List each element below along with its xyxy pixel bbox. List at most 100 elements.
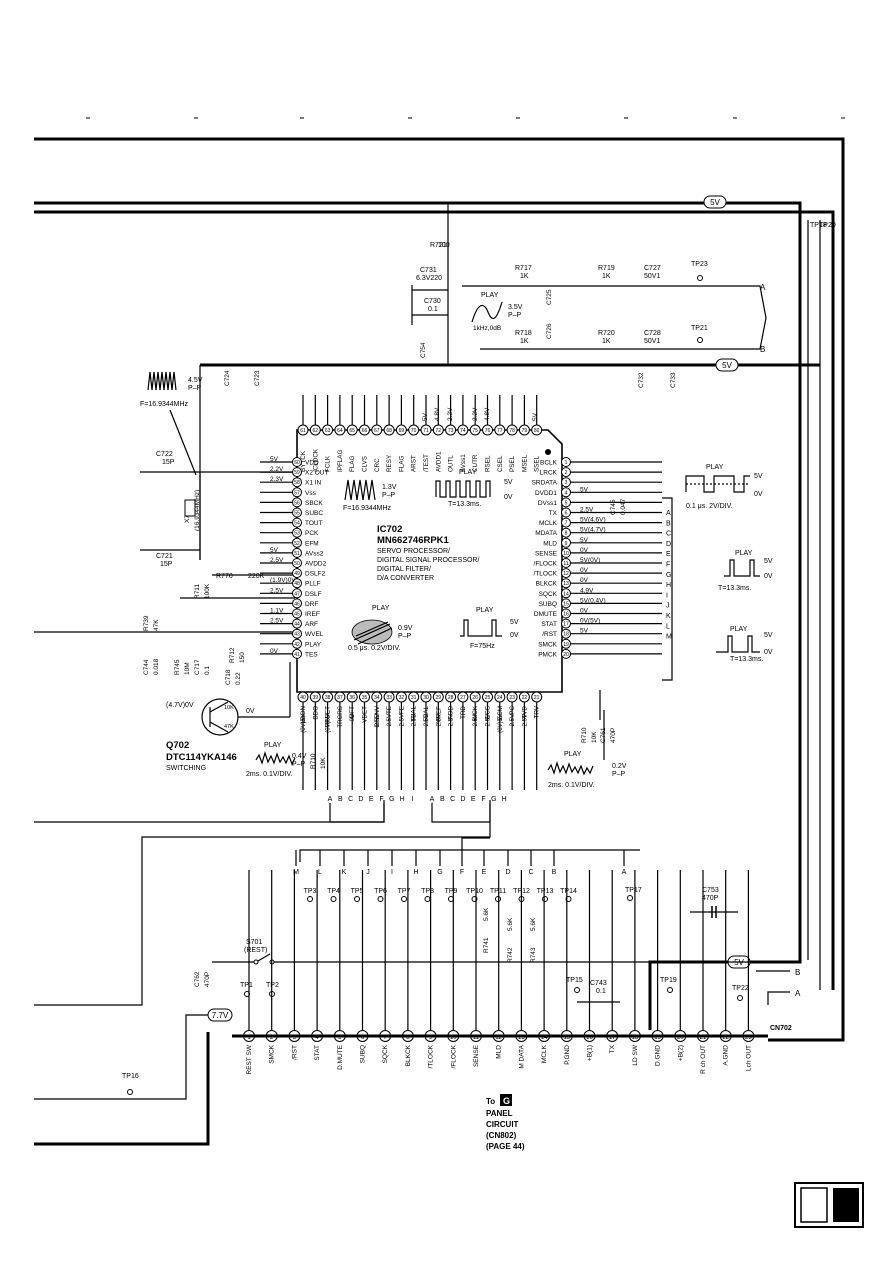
pin-number: 69 [399, 428, 405, 434]
pin-number: 15 [563, 601, 569, 607]
svg-text:(4.7V)0V: (4.7V)0V [166, 702, 194, 709]
pin-voltage: (0V)5V [326, 714, 332, 733]
pin-name: DRF [305, 601, 318, 608]
pin-circle [561, 467, 571, 478]
conn-pin-number: 22 [722, 1035, 729, 1041]
conn-pin-number: 18 [632, 1035, 639, 1041]
bottom-testpoints: TP1 TP2 TP15 TP19 TP22 TP16 C743 0.1 B A… [122, 968, 801, 1095]
bus-letter: D [460, 796, 465, 803]
pin-name: FBAL [423, 706, 430, 722]
pin-circle [359, 424, 370, 436]
pin-name: ECM [497, 706, 504, 720]
pin-voltage: 0V [270, 648, 279, 655]
pin-number: 34 [374, 695, 380, 701]
ch-b-label: B [760, 345, 765, 354]
svg-text:0.22: 0.22 [235, 672, 242, 685]
pin-number: 42 [294, 642, 300, 648]
pin-circle [292, 497, 302, 508]
pin-circle [469, 691, 481, 703]
c731-ref: C731 [420, 267, 437, 274]
pin-name: TRCRS [337, 706, 344, 728]
svg-text:C732: C732 [638, 372, 645, 388]
pin-circle [292, 457, 302, 467]
svg-text:R742: R742 [507, 947, 514, 963]
conn-pin-name: LD SW [632, 1044, 639, 1065]
pin-voltage: 0V [580, 567, 589, 574]
svg-text:4.5V: 4.5V [188, 377, 203, 384]
pin-name: /CLDCK [312, 448, 319, 472]
pin-circle [292, 547, 302, 558]
svg-text:PLAY: PLAY [264, 742, 282, 749]
conn-pin-number: 5 [338, 1035, 342, 1041]
pin-number: 58 [294, 480, 300, 486]
svg-text:P–P: P–P [292, 761, 306, 768]
svg-text:D/A CONVERTER: D/A CONVERTER [377, 575, 434, 582]
pin-number: 56 [294, 500, 300, 506]
pin-number: 26 [472, 695, 478, 701]
pin-name: IREF [305, 611, 320, 618]
ic-pins-top: 61BYTCK62/CLDCK63FCLK64IPFLAG65FLAG66CLV… [297, 395, 543, 472]
pin-name: VDET [362, 706, 369, 723]
conn-pin-number: 4 [315, 1035, 319, 1041]
pin-circle [506, 424, 518, 436]
pin-number: 2 [565, 470, 568, 476]
pin-number: 79 [522, 428, 528, 434]
bus-letter: G [437, 869, 442, 876]
pin-number: 25 [485, 695, 491, 701]
svg-text:SWITCHING: SWITCHING [166, 765, 206, 772]
bus-letter: F [481, 796, 485, 803]
pin-circle [395, 691, 407, 703]
svg-text:5V: 5V [754, 473, 763, 480]
bus-letter: D [358, 796, 363, 803]
svg-text:C743: C743 [590, 980, 607, 987]
pin-circle [494, 691, 506, 703]
pin-circle [457, 691, 469, 703]
r710: R710 10K [310, 753, 327, 769]
svg-text:P–P: P–P [612, 771, 626, 778]
conn-pin-name: MCLK [541, 1044, 548, 1063]
pin-number: 47 [294, 591, 300, 597]
pin-name: SUBC [305, 510, 323, 517]
pin-number: 46 [294, 601, 300, 607]
pin-name: /TLOCK [534, 571, 558, 578]
pin-name: SUBQ [539, 601, 557, 608]
svg-text:5V: 5V [510, 619, 519, 626]
conn-pin-name: SENSE [473, 1044, 480, 1067]
conn-pin-name: /TLOCK [428, 1044, 435, 1068]
pin-name: MCLK [539, 520, 558, 527]
pin-number: 29 [436, 695, 442, 701]
pin-circle [292, 537, 302, 548]
pin-name: AVDD1 [435, 451, 442, 472]
pin-number: 76 [485, 428, 491, 434]
pin-circle [561, 638, 571, 649]
pin-number: 23 [509, 695, 515, 701]
pin-number: 72 [436, 428, 442, 434]
svg-text:C724: C724 [224, 370, 231, 386]
svg-text:TP1: TP1 [240, 982, 253, 989]
pin-name: RESY [386, 454, 393, 472]
pin-number: 55 [294, 511, 300, 517]
svg-text:150: 150 [239, 652, 246, 663]
pin-circle [297, 691, 309, 703]
svg-text:SERVO PROCESSOR/: SERVO PROCESSOR/ [377, 548, 450, 555]
pin-circle [292, 517, 302, 528]
tp-label: TP10 [466, 888, 483, 895]
svg-text:15P: 15P [162, 459, 175, 466]
pin-circle [482, 691, 493, 703]
pin-name: LDON [300, 706, 307, 724]
pin-circle [309, 424, 321, 436]
svg-text:C723: C723 [254, 370, 261, 386]
bus-letter: G [666, 572, 671, 579]
svg-text:10M: 10M [184, 662, 191, 675]
pin-voltage: 2.5V [522, 714, 528, 726]
svg-text:TP2: TP2 [266, 982, 279, 989]
conn-pin-name: SQCK [382, 1044, 389, 1063]
pin-name: SRDATA [532, 480, 558, 487]
svg-text:PLAY: PLAY [481, 292, 499, 299]
tp-circle [377, 896, 384, 902]
svg-text:0V: 0V [510, 632, 519, 639]
bus-letter: I [391, 869, 393, 876]
bus-letter: I [411, 796, 413, 803]
svg-text:0.1 μs. 2V/DIV.: 0.1 μs. 2V/DIV. [686, 503, 733, 510]
svg-text:PLAY: PLAY [476, 607, 494, 614]
